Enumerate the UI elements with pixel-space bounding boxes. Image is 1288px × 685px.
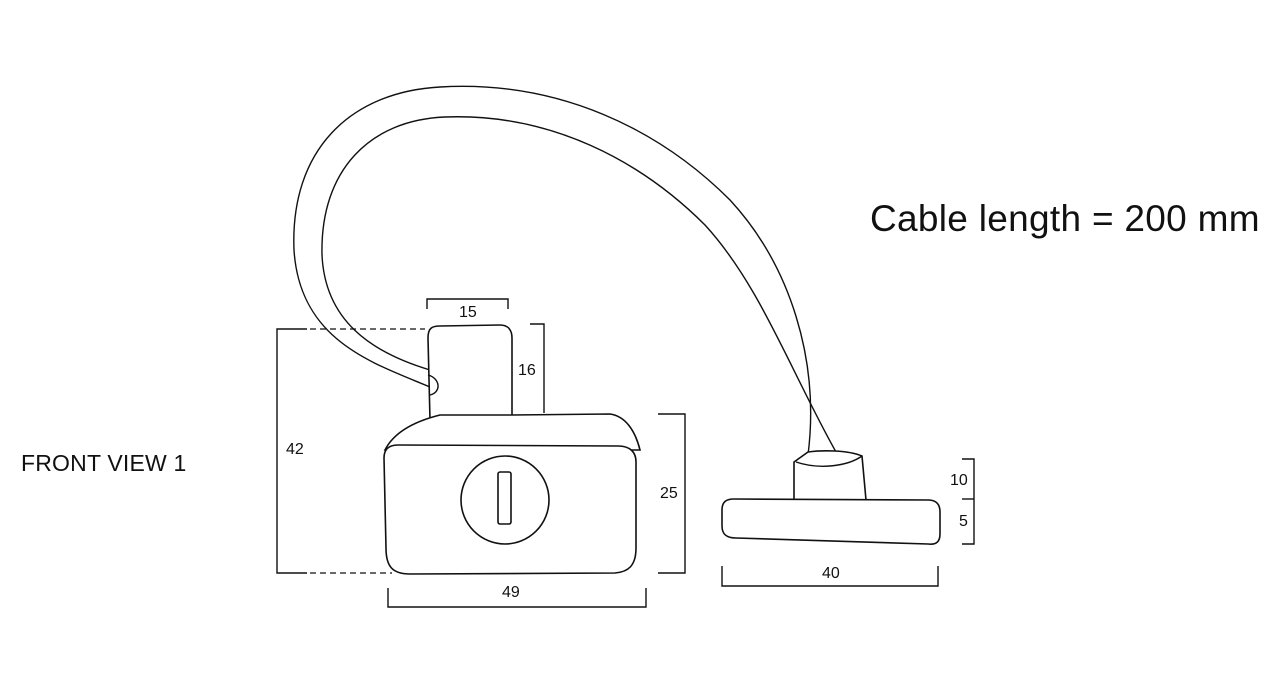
dim-overall-height: 42 xyxy=(286,441,304,458)
dim-tbar-base-height: 5 xyxy=(959,513,968,530)
lock-shoulder xyxy=(383,413,642,451)
dim-neck-width: 15 xyxy=(459,304,477,321)
tbar-base xyxy=(721,498,941,545)
cable-length-note: Cable length = 200 mm xyxy=(870,198,1260,239)
dim-10-5-line xyxy=(962,458,975,545)
dim-42-line xyxy=(276,328,307,574)
cable-inner xyxy=(321,116,837,453)
dim-neck-height: 16 xyxy=(518,362,536,379)
dim-tbar-stem-height: 10 xyxy=(950,472,968,489)
dim-tbar-width: 40 xyxy=(822,565,840,582)
tbar-stem xyxy=(793,450,867,501)
cable-outer xyxy=(293,85,812,456)
lock-neck xyxy=(427,324,513,421)
cable-collar xyxy=(795,455,863,467)
dim-49-line xyxy=(387,588,647,608)
dim-25-line xyxy=(658,413,686,574)
dim-body-height: 25 xyxy=(660,485,678,502)
dim-16-line xyxy=(530,323,545,413)
dim-40-line xyxy=(721,566,939,587)
key-slot xyxy=(497,471,512,525)
view-label: FRONT VIEW 1 xyxy=(21,450,187,476)
cable-entry xyxy=(427,374,439,396)
dim-body-width: 49 xyxy=(502,584,520,601)
dim-15-line xyxy=(426,298,509,309)
